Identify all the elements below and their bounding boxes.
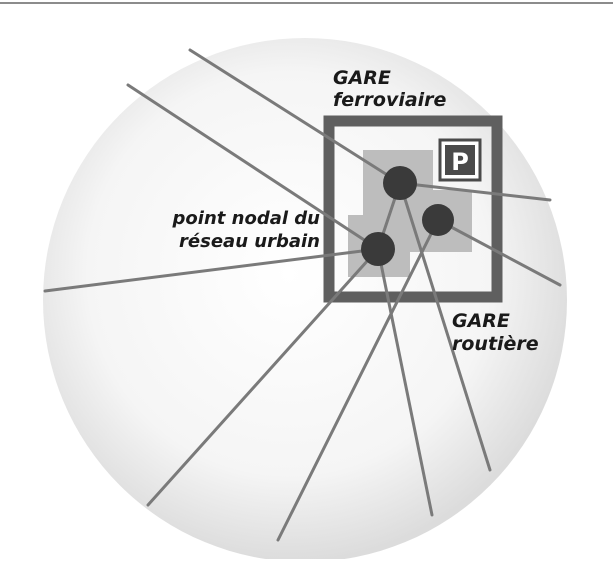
- parking-letter: P: [451, 148, 469, 176]
- city-sphere: [43, 38, 567, 562]
- line-rail-e: [398, 181, 552, 202]
- parking-icon-inner: [445, 145, 475, 175]
- station-frame: [323, 115, 503, 303]
- line-bus-se: [436, 218, 562, 287]
- line-node-sw: [146, 247, 380, 507]
- network-lines: [43, 48, 562, 542]
- gare-ferroviaire-label-2: ferroviaire: [333, 89, 447, 111]
- gare-routiere-label-1: GARE: [452, 310, 510, 332]
- rail-station-node: [383, 166, 417, 200]
- point-nodal-label-1: point nodal du: [172, 208, 321, 229]
- bus-station-node: [422, 204, 454, 236]
- urban-node: [361, 232, 395, 266]
- line-rail-s: [398, 181, 492, 472]
- line-node-s: [376, 247, 434, 517]
- line-node-w: [43, 247, 380, 293]
- line-rail-nw: [188, 48, 402, 185]
- line-node-nw: [126, 83, 380, 251]
- gare-ferroviaire-label-1: GARE: [333, 67, 391, 89]
- line-bus-ssw: [276, 218, 440, 542]
- point-nodal-label-2: réseau urbain: [179, 231, 320, 252]
- gare-routiere-label-2: routière: [452, 333, 539, 355]
